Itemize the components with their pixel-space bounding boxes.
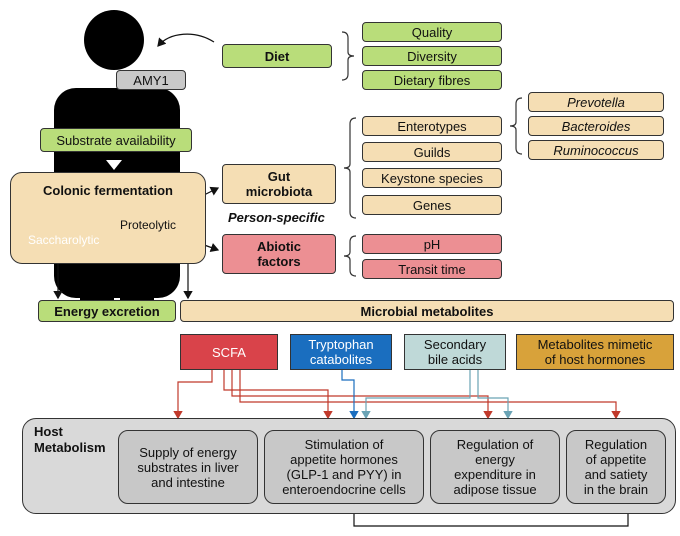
enterotype-prevotella: Prevotella: [528, 92, 664, 112]
stimulation-line4: enteroendocrine cells: [282, 482, 406, 497]
diet-quality: Quality: [362, 22, 502, 42]
abiotic-title-line1: Abiotic: [256, 239, 302, 254]
diet-to-person-arrow: [157, 33, 215, 47]
gut-microbiota-box: Gut microbiota: [222, 164, 336, 204]
colonic-fermentation-title: Colonic fermentation: [42, 183, 173, 198]
host-metabolism-title: Host Metabolism: [34, 424, 106, 456]
scfa-to-stimulation-arrow: [223, 370, 333, 420]
effect-stimulation-hormones: Stimulation of appetite hormones (GLP-1 …: [264, 430, 424, 504]
amy1-label: AMY1: [116, 70, 186, 90]
bile-to-stimulation-arrow: [361, 370, 471, 420]
diet-brace: [341, 31, 355, 81]
effect-energy-expenditure: Regulation of energy expenditure in adip…: [430, 430, 560, 504]
down-arrow-icon: [106, 160, 122, 170]
effect-supply-energy: Supply of energy substrates in liver and…: [118, 430, 258, 504]
host-title-line1: Host: [34, 424, 63, 439]
enterotype-ruminococcus: Ruminococcus: [528, 140, 664, 160]
host-title-line2: Metabolism: [34, 440, 106, 455]
abiotic-brace: [343, 235, 357, 277]
scfa-box: SCFA: [180, 334, 278, 370]
diet-fibres: Dietary fibres: [362, 70, 502, 90]
mimetic-line1: Metabolites mimetic: [537, 337, 653, 352]
appetite-line2: of appetite: [585, 452, 647, 467]
appetite-line4: in the brain: [583, 482, 649, 497]
enterotype-bacteroides: Bacteroides: [528, 116, 664, 136]
tryptophan-line2: catabolites: [309, 352, 373, 367]
energy-excretion-box: Energy excretion: [38, 300, 176, 322]
expenditure-line1: Regulation of: [456, 437, 534, 452]
stimulation-line2: appetite hormones: [290, 452, 398, 467]
effect-appetite-satiety: Regulation of appetite and satiety in th…: [566, 430, 666, 504]
abiotic-factors-box: Abiotic factors: [222, 234, 336, 274]
enterotype-brace: [509, 97, 523, 155]
scfa-to-supply-arrow: [173, 370, 213, 420]
secondary-bile-acids-box: Secondary bile acids: [404, 334, 506, 370]
stimulation-to-brain-arrow: [353, 502, 633, 527]
scfa-to-regulation-appetite-arrow: [239, 370, 621, 420]
metabolites-mimetic-box: Metabolites mimetic of host hormones: [516, 334, 674, 370]
person-specific-label: Person-specific: [228, 210, 325, 225]
stimulation-line3: (GLP-1 and PYY) in: [286, 467, 402, 482]
bile-line2: bile acids: [427, 352, 483, 367]
gut-guilds: Guilds: [362, 142, 502, 162]
bile-line1: Secondary: [423, 337, 487, 352]
saccharolytic-label: Saccharolytic: [28, 233, 100, 247]
tryptophan-to-stimulation-arrow: [341, 370, 359, 420]
microbial-metabolites-bar: Microbial metabolites: [180, 300, 674, 322]
gut-brace: [343, 117, 357, 219]
diet-box: Diet: [222, 44, 332, 68]
appetite-line3: and satiety: [584, 467, 648, 482]
expenditure-line4: adipose tissue: [453, 482, 537, 497]
appetite-line1: Regulation: [584, 437, 648, 452]
expenditure-line3: expenditure in: [454, 467, 536, 482]
proteolytic-label: Proteolytic: [120, 218, 177, 232]
stimulation-line1: Stimulation of: [304, 437, 384, 452]
supply-line1: Supply of energy: [139, 444, 237, 460]
diet-diversity: Diversity: [362, 46, 502, 66]
tryptophan-catabolites-box: Tryptophan catabolites: [290, 334, 392, 370]
bile-to-regulation-energy-arrow: [477, 370, 513, 420]
gut-genes: Genes: [362, 195, 502, 215]
substrate-availability-box: Substrate availability: [40, 128, 192, 152]
gut-title-line2: microbiota: [245, 184, 313, 199]
tryptophan-line1: Tryptophan: [308, 337, 374, 352]
mimetic-line2: of host hormones: [544, 352, 646, 367]
gut-title-line1: Gut: [267, 169, 291, 184]
supply-line2: substrates in liver: [137, 459, 239, 475]
colonic-fermentation-panel: Colonic fermentation: [10, 172, 206, 264]
abiotic-ph: pH: [362, 234, 502, 254]
scfa-to-regulation-energy-arrow: [231, 370, 493, 420]
abiotic-transit-time: Transit time: [362, 259, 502, 279]
gut-keystone-species: Keystone species: [362, 168, 502, 188]
gut-enterotypes: Enterotypes: [362, 116, 502, 136]
supply-line3: and intestine: [151, 474, 225, 490]
abiotic-title-line2: factors: [257, 254, 301, 269]
expenditure-line2: energy: [475, 452, 515, 467]
